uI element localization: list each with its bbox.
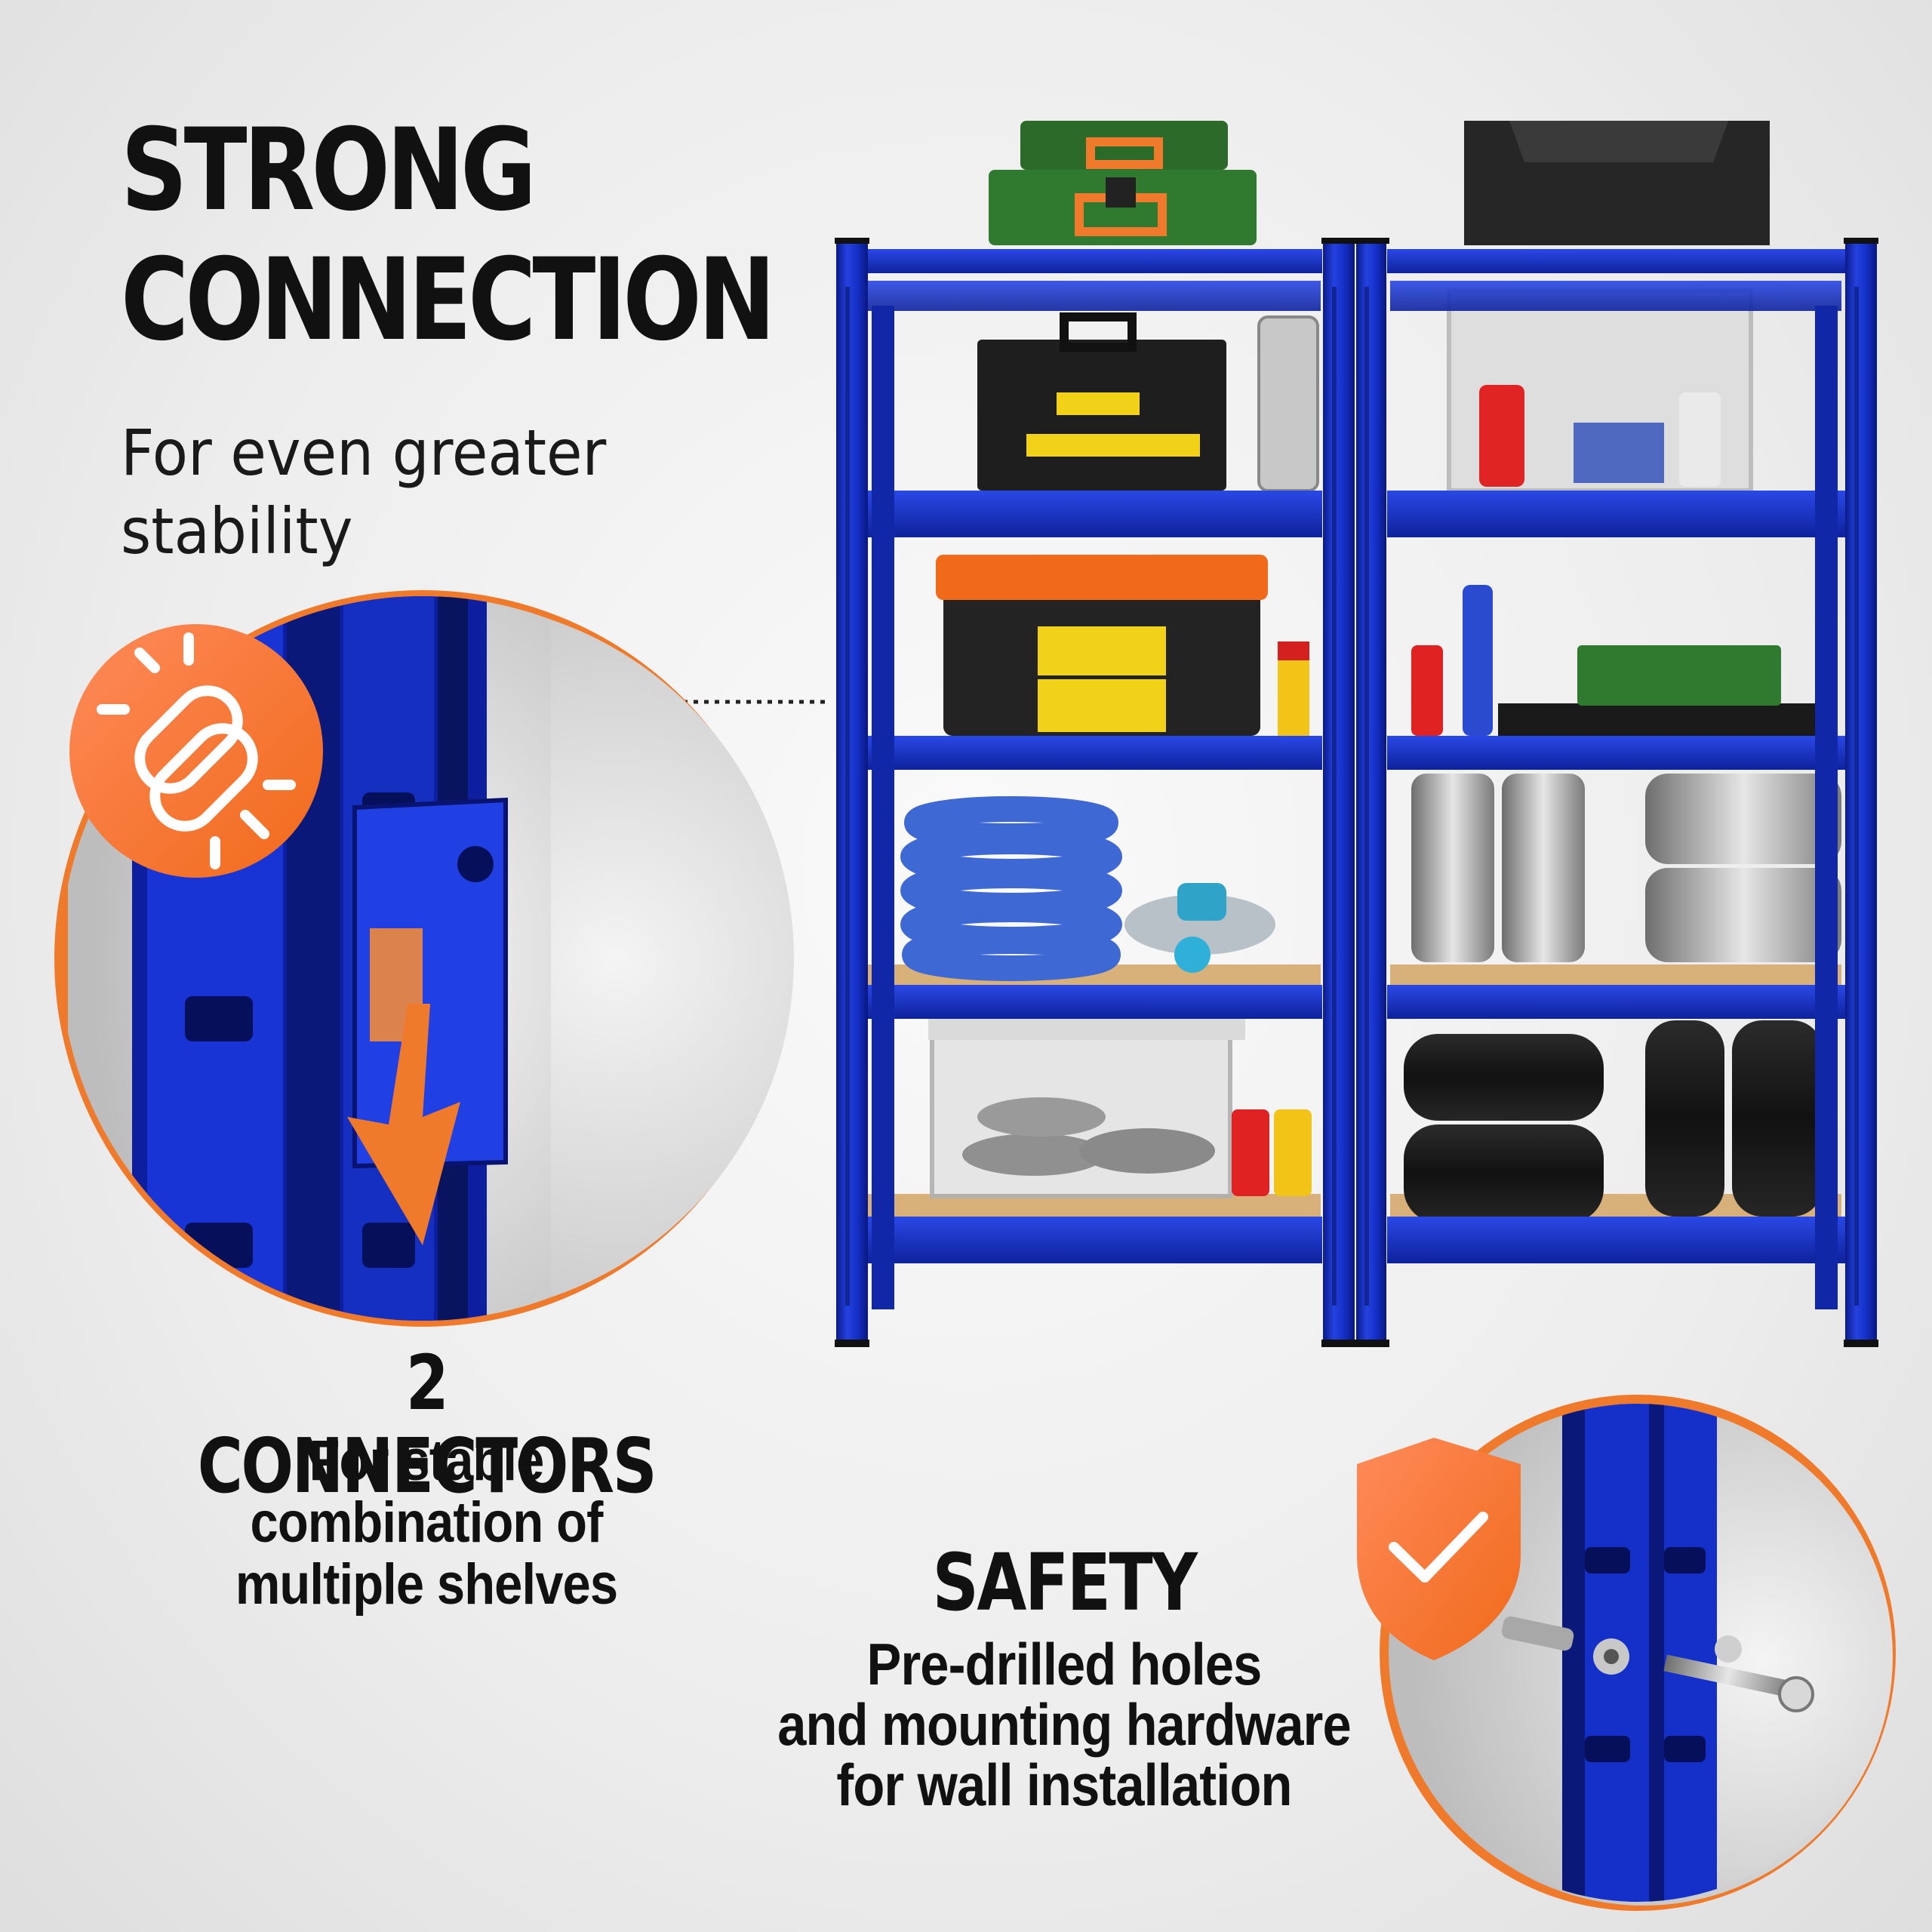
headline-line-1: STRONG <box>121 105 537 236</box>
clear-box-tires <box>928 1017 1245 1198</box>
feature-safety-line-3: for wall installation <box>836 1752 1292 1818</box>
rear-uprights <box>872 306 1838 1309</box>
green-toolbox-top <box>989 121 1257 245</box>
upright-feet <box>835 238 1878 1347</box>
red-spray-bottle <box>1411 645 1443 736</box>
front-uprights <box>836 240 1877 1342</box>
headline: STRONG CONNECTION <box>121 105 776 366</box>
green-tool-case <box>1498 645 1826 737</box>
blue-hose-coil <box>900 796 1122 981</box>
shield-check-icon <box>1357 1438 1521 1660</box>
headline-line-2: CONNECTION <box>121 235 776 366</box>
subheadline-line-1: For even greater <box>121 416 607 490</box>
feature-safety-title: SAFETY <box>932 1537 1198 1629</box>
blue-bottle <box>1463 585 1493 736</box>
tire-stacks <box>1404 1020 1823 1223</box>
upright-slots <box>845 287 1859 1306</box>
pool-robot <box>1124 883 1275 973</box>
shelving-unit <box>835 121 1878 1347</box>
feature-connectors-title: 2 CONNECTORS <box>197 1339 657 1510</box>
feature-safety-line-1: Pre-drilled holes <box>866 1631 1263 1697</box>
black-crate-top <box>1464 121 1770 245</box>
alloy-wheels <box>1411 774 1841 962</box>
red-bottle <box>1232 1109 1269 1196</box>
subheadline: For even greater stability <box>121 414 606 571</box>
black-yellow-toolbox <box>977 312 1226 491</box>
feature-connectors-line-1: For stable <box>309 1429 545 1493</box>
storage-box-bottles <box>1447 288 1753 493</box>
feature-safety-text: Pre-drilled holes and mounting hardware … <box>739 1634 1389 1815</box>
feature-connectors-text: For stable combination of multiple shelv… <box>171 1430 682 1616</box>
feature-safety-line-2: and mounting hardware <box>777 1691 1351 1758</box>
shelf-beams <box>839 249 1850 1263</box>
feature-connectors-line-3: multiple shelves <box>235 1552 618 1617</box>
feature-connectors-line-2: combination of <box>250 1491 604 1555</box>
silver-case <box>1257 315 1319 492</box>
subheadline-line-2: stability <box>121 494 353 568</box>
yellow-bottle <box>1274 1109 1312 1196</box>
orange-black-toolbox <box>936 555 1268 736</box>
broken-chain-icon <box>69 624 323 878</box>
